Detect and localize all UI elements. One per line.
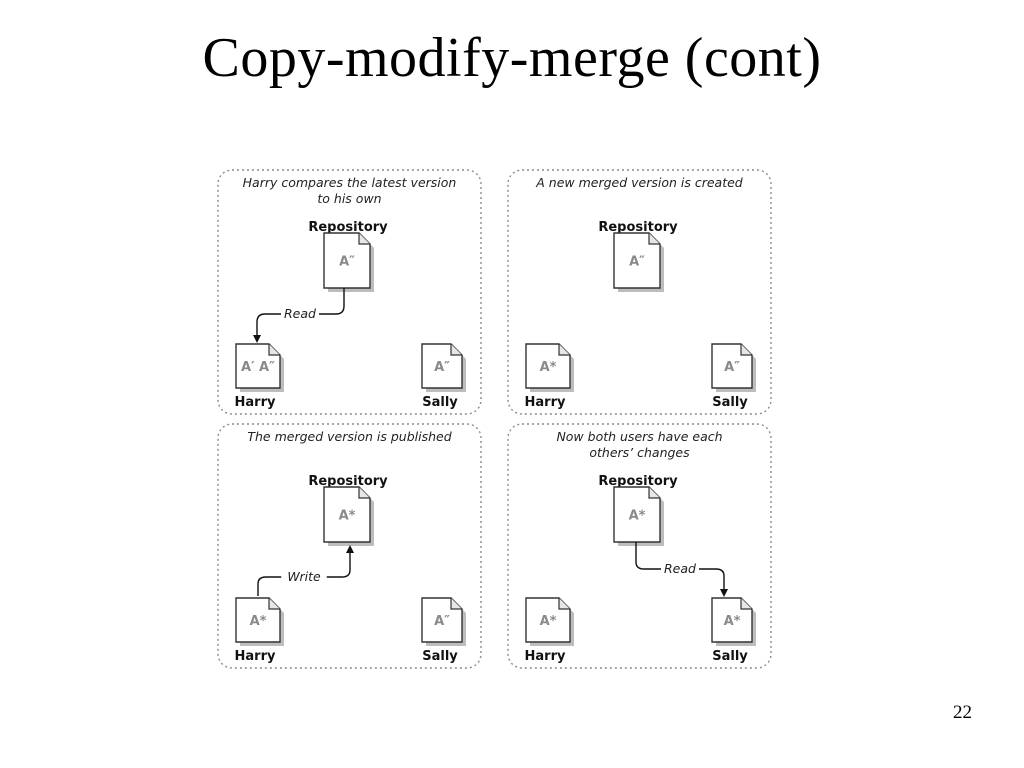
harry-label: Harry xyxy=(235,395,276,410)
sally-document-label: A″ xyxy=(434,360,450,375)
harry-document: A* xyxy=(525,597,574,646)
repository-document-label: A* xyxy=(339,509,356,524)
sally-label: Sally xyxy=(712,649,748,664)
harry-document: A′ A″ xyxy=(235,343,284,392)
repository-document: A″ xyxy=(323,232,374,292)
arrow-repository-to-sally: Read xyxy=(635,542,728,597)
caption-line: The merged version is published xyxy=(247,429,451,444)
harry-document-label: A* xyxy=(250,614,267,629)
caption-line: to his own xyxy=(317,191,381,206)
harry-document-label: A′ A″ xyxy=(241,360,275,375)
panel-caption: A new merged version is created xyxy=(535,175,743,190)
panel-2: A new merged version is createdRepositor… xyxy=(507,169,772,415)
sally-document: A″ xyxy=(421,597,466,646)
arrow-label: Read xyxy=(664,561,696,576)
repository-document-label: A″ xyxy=(339,255,355,270)
harry-label: Harry xyxy=(525,395,566,410)
sally-label: Sally xyxy=(422,649,458,664)
sally-document-label: A″ xyxy=(724,360,740,375)
arrow-harry-to-repository: Write xyxy=(257,545,354,596)
repository-label: Repository xyxy=(308,474,388,489)
harry-label: Harry xyxy=(525,649,566,664)
caption-line: Harry compares the latest version xyxy=(243,175,457,190)
repository-document-label: A* xyxy=(629,509,646,524)
repository-document: A* xyxy=(613,486,664,546)
sally-document: A″ xyxy=(711,343,756,392)
slide-title: Copy-modify-merge (cont) xyxy=(202,27,822,89)
sally-label: Sally xyxy=(422,395,458,410)
harry-document: A* xyxy=(235,597,284,646)
sally-document-label: A* xyxy=(724,614,741,629)
arrow-label: Write xyxy=(287,569,321,584)
arrow-repository-to-harry: Read xyxy=(253,288,345,343)
harry-document-label: A* xyxy=(540,614,557,629)
repository-document-label: A″ xyxy=(629,255,645,270)
harry-label: Harry xyxy=(235,649,276,664)
caption-line: Now both users have each xyxy=(556,429,722,444)
page-number: 22 xyxy=(953,702,972,723)
panel-caption: The merged version is published xyxy=(247,429,451,444)
caption-line: A new merged version is created xyxy=(535,175,743,190)
repository-label: Repository xyxy=(598,474,678,489)
harry-document-label: A* xyxy=(540,360,557,375)
panel-3: The merged version is publishedRepositor… xyxy=(217,423,482,669)
sally-document: A* xyxy=(711,597,756,646)
sally-label: Sally xyxy=(712,395,748,410)
sally-document-label: A″ xyxy=(434,614,450,629)
arrow-label: Read xyxy=(284,306,316,321)
repository-label: Repository xyxy=(598,220,678,235)
repository-label: Repository xyxy=(308,220,388,235)
harry-document: A* xyxy=(525,343,574,392)
repository-document: A″ xyxy=(613,232,664,292)
repository-document: A* xyxy=(323,486,374,546)
sally-document: A″ xyxy=(421,343,466,392)
caption-line: others’ changes xyxy=(589,445,690,460)
